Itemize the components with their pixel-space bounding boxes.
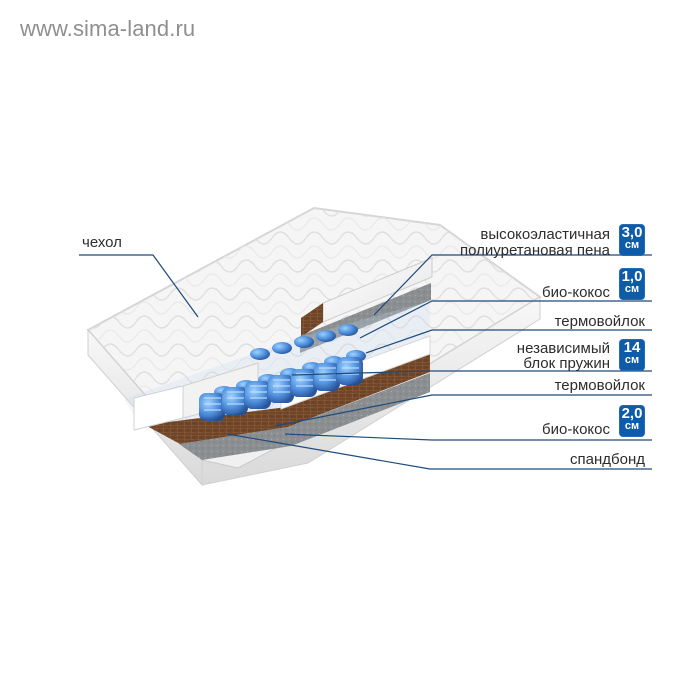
springs-leader-line: [291, 370, 652, 376]
leader-lines: [79, 254, 652, 470]
spring-block: [199, 324, 366, 421]
cover-label: чехол: [82, 234, 122, 251]
cover-leader-line: [79, 254, 199, 318]
springs-height-badge: 14 см: [619, 339, 645, 371]
coco-top-label: био-кокос: [542, 284, 610, 301]
foam-label-line1: высокоэластичная: [480, 226, 610, 243]
coco-top-thickness-value: 1,0: [621, 268, 643, 285]
felt-bottom-leader-line: [274, 394, 652, 427]
spunbond-leader-line: [226, 433, 652, 470]
foam-label-line2: полиуретановая пена: [460, 242, 610, 259]
cut-coconut-bottom: [145, 354, 430, 444]
coco-bottom-leader-line: [284, 433, 652, 441]
spunbond-label: спандбонд: [570, 451, 645, 468]
foam-thickness-value: 3,0: [621, 224, 643, 241]
cut-felt-bottom: [179, 373, 430, 460]
springs-height-unit: см: [624, 354, 640, 366]
coco-bottom-label: био-кокос: [542, 421, 610, 438]
springs-label-line1: независимый: [516, 340, 610, 357]
felt-top-label: термовойлок: [554, 313, 645, 330]
coco-top-thickness-unit: см: [624, 283, 640, 295]
coco-bottom-thickness-value: 2,0: [621, 405, 643, 422]
cut-coconut-top: [301, 303, 323, 337]
site-watermark: www.sima-land.ru: [20, 16, 196, 41]
coco-top-thickness-badge: 1,0 см: [619, 268, 645, 300]
felt-top-leader-line: [365, 329, 652, 354]
felt-bottom-label: термовойлок: [554, 377, 645, 394]
coco-top-leader-line: [359, 300, 652, 339]
springs-label-line2: блок пружин: [523, 355, 610, 372]
foam-leader-line: [373, 254, 652, 316]
coco-bottom-thickness-badge: 2,0 см: [619, 405, 645, 437]
springs-height-value: 14: [623, 339, 641, 356]
coco-bottom-thickness-unit: см: [624, 420, 640, 432]
foam-thickness-unit: см: [624, 239, 640, 251]
foam-thickness-badge: 3,0 см: [619, 224, 645, 256]
